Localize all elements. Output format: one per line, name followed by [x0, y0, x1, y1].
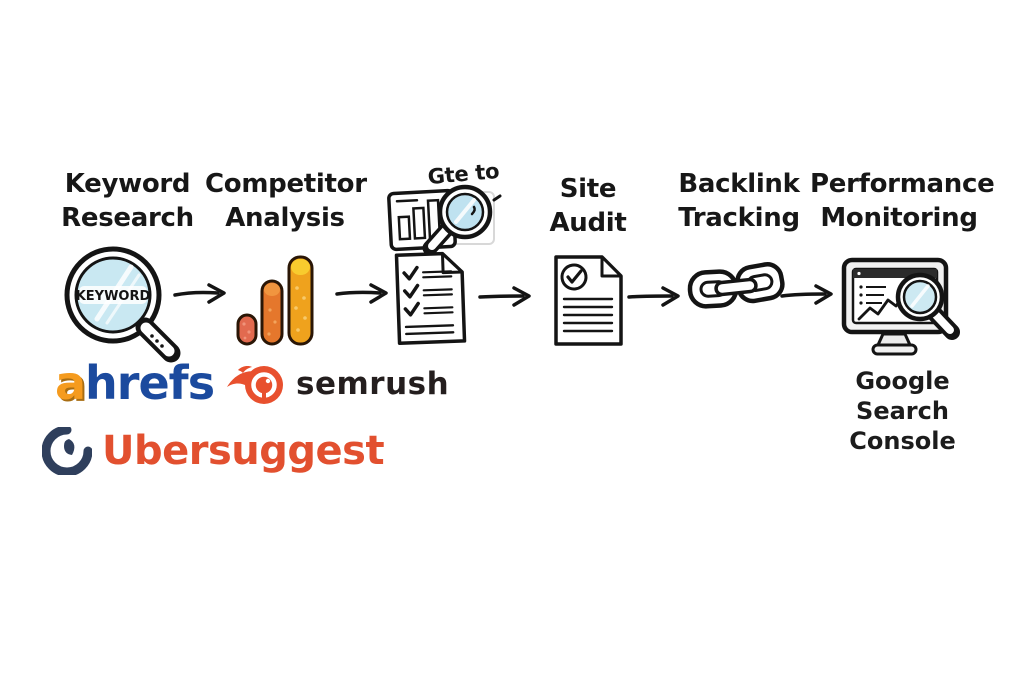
bar-chart-icon: [236, 255, 314, 346]
flow-arrow: [478, 286, 531, 307]
keyword-lens-text: KEYWORD: [76, 289, 151, 304]
report-magnifier-icon: [387, 184, 502, 256]
ubersuggest-logo-text: Ubersuggest: [102, 428, 385, 474]
google-search-console-caption: Google Search Console: [805, 366, 1000, 456]
step-label-competitor-analysis: Competitor Analysis: [205, 167, 367, 236]
monitor-magnifier-icon: [841, 257, 960, 356]
step-label-site-audit: Site Audit: [530, 172, 646, 241]
step-label-line: Monitoring: [820, 203, 978, 234]
step-label-backlink-tracking: Backlink Tracking: [663, 167, 815, 236]
step-label-line: Performance: [810, 169, 995, 199]
keyword-magnifier-icon: KEYWORD: [64, 246, 181, 363]
step-label-performance-monitoring: Performance Monitoring: [810, 167, 995, 236]
ahrefs-logo-text: hrefs: [85, 356, 215, 410]
caption-line: Console: [849, 427, 956, 455]
step-label-line: Site: [559, 174, 617, 204]
ubersuggest-swirl-icon: [42, 427, 92, 475]
flow-arrow: [627, 286, 680, 307]
step-label-line: Keyword: [64, 169, 191, 199]
ahrefs-logo-a: a: [55, 356, 86, 410]
step-label-line: Analysis: [225, 203, 345, 234]
step-label-line: Audit: [549, 208, 627, 239]
semrush-logo: semrush: [224, 360, 449, 408]
caption-line: Google Search: [855, 367, 950, 425]
flow-arrow: [335, 283, 388, 304]
step-label-line: Tracking: [678, 203, 800, 234]
step-label-keyword-research: Keyword Research: [50, 167, 205, 236]
step-label-line: Research: [61, 203, 194, 234]
step-label-line: Competitor: [205, 169, 367, 199]
ubersuggest-logo: Ubersuggest: [42, 426, 385, 476]
semrush-flame-icon: [227, 366, 283, 404]
audit-document-icon: [554, 255, 623, 346]
step-label-line: Backlink: [678, 169, 800, 199]
chain-link-icon: [687, 262, 785, 309]
flow-arrow: [780, 284, 833, 305]
semrush-logo-text: semrush: [296, 365, 450, 402]
flow-arrow: [173, 283, 226, 304]
checklist-document-icon: [394, 251, 467, 345]
